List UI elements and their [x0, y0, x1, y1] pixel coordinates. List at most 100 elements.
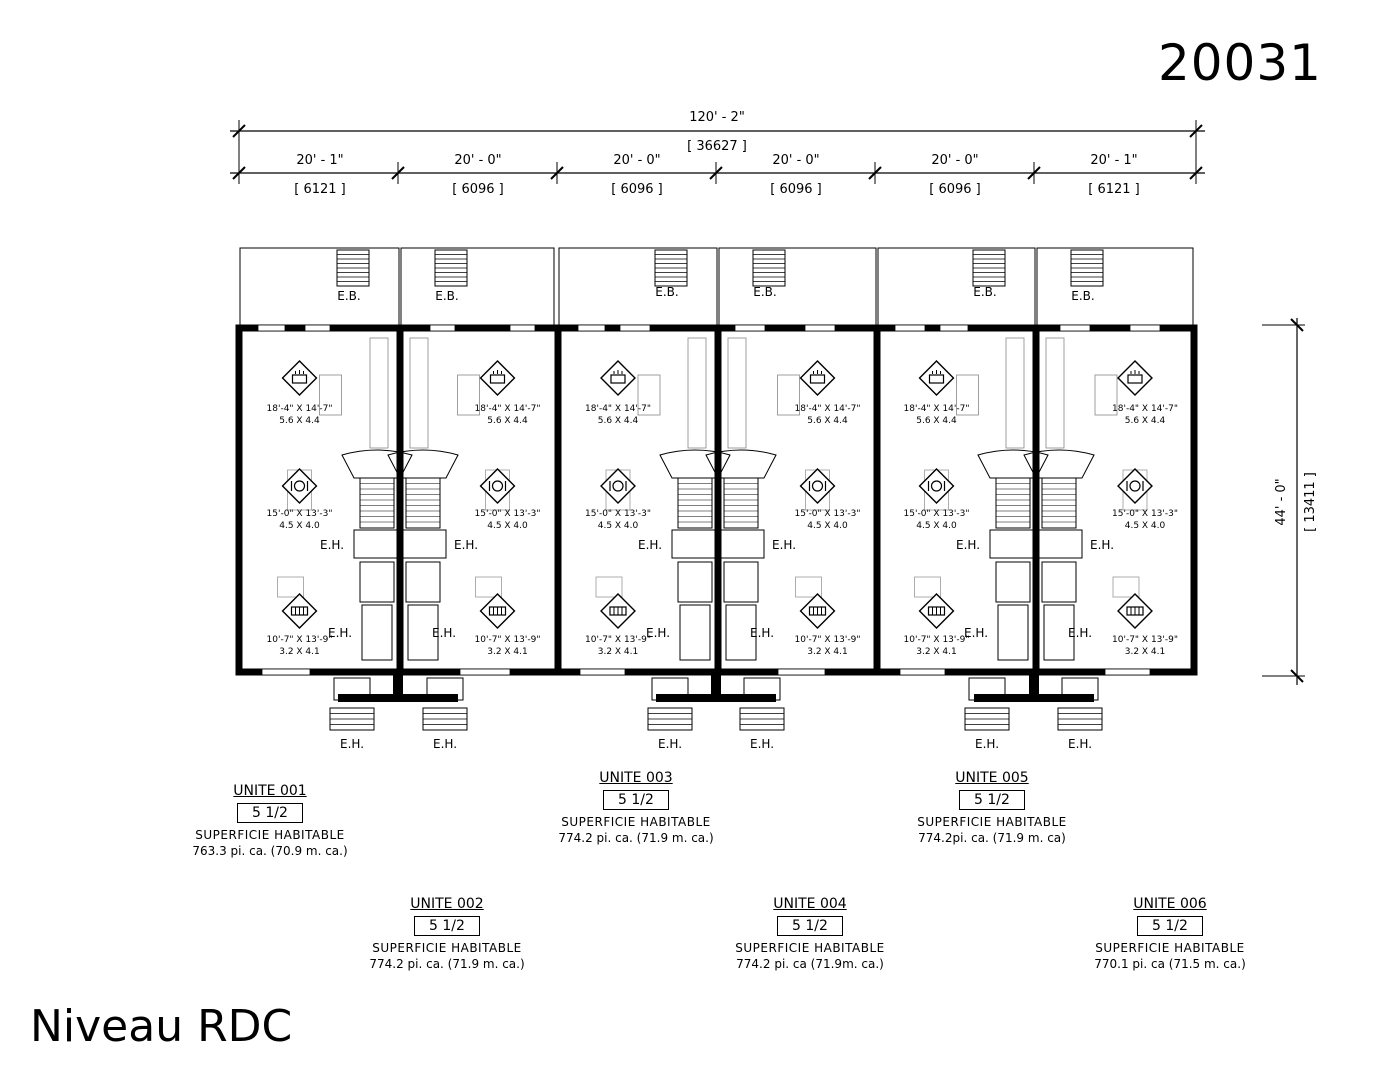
unit-type-badge: 5 1/2 [237, 803, 303, 823]
eh-label: E.H. [1068, 626, 1092, 640]
unit-info-001: UNITE 001 5 1/2 SUPERFICIE HABITABLE 763… [160, 783, 380, 858]
utility-closet [359, 561, 395, 603]
living-dimensions: 10'-7" X 13'-9" [267, 635, 333, 645]
kitchen-dimensions: 18'-4" X 14'-7" [475, 404, 541, 414]
porch-beam [338, 694, 458, 702]
vestibule [407, 604, 439, 661]
living-icon [479, 593, 516, 629]
eh-label: E.H. [750, 626, 774, 640]
front-stair [329, 677, 375, 731]
living-dimensions-metric: 3.2 X 4.1 [916, 647, 957, 657]
window [1059, 324, 1091, 332]
front-porches: E.H.E.H.E.H.E.H.E.H.E.H. [329, 672, 1103, 751]
unit-width-metric: [ 6096 ] [452, 182, 504, 197]
unit-4-interior: 18'-4" X 14'-7"5.6 X 4.415'-0" X 13'-3"4… [705, 337, 861, 661]
kitchen-dimensions-metric: 5.6 X 4.4 [279, 416, 320, 426]
kitchen-dimensions-metric: 5.6 X 4.4 [807, 416, 848, 426]
rear-balcony [718, 247, 877, 329]
kitchen-dimensions-metric: 5.6 X 4.4 [598, 416, 639, 426]
eb-label: E.B. [973, 285, 996, 299]
unit-area-value: 770.1 pi. ca (71.5 m. ca.) [1094, 957, 1246, 971]
living-dimensions-metric: 3.2 X 4.1 [1125, 647, 1166, 657]
unit-name: UNITE 002 [410, 896, 484, 912]
kitchen-counter [369, 337, 389, 449]
unit-type-badge: 5 1/2 [414, 916, 480, 936]
dining-dimensions-metric: 4.5 X 4.0 [1125, 521, 1166, 531]
unit-width-imperial: 20' - 1" [1090, 153, 1137, 168]
living-dimensions-metric: 3.2 X 4.1 [279, 647, 320, 657]
rear-stair [654, 249, 688, 287]
eh-label: E.H. [638, 538, 662, 552]
unit-name: UNITE 001 [233, 783, 307, 799]
rear-stair [336, 249, 370, 287]
dimension-tick-slash [391, 166, 405, 180]
dimension-tick-slash [868, 166, 882, 180]
dimension-tick-slash [1189, 166, 1203, 180]
kitchen-icon [479, 360, 516, 396]
eh-label: E.H. [658, 737, 682, 751]
rear-stair [972, 249, 1006, 287]
kitchen-dimensions: 18'-4" X 14'-7" [795, 404, 861, 414]
rear-stair [1070, 249, 1104, 287]
depth-imperial: 44' - 0" [1274, 478, 1289, 525]
eh-label: E.H. [956, 538, 980, 552]
sofa [914, 576, 941, 598]
porch-column [711, 672, 721, 698]
kitchen-island [1094, 374, 1118, 416]
dining-icon [281, 468, 318, 504]
window [804, 324, 836, 332]
unit-area-value: 763.3 pi. ca. (70.9 m. ca.) [192, 844, 348, 858]
kitchen-dimensions: 18'-4" X 14'-7" [267, 404, 333, 414]
dining-dimensions: 15'-0" X 13'-3" [475, 509, 541, 519]
porch-column [1029, 672, 1039, 698]
sofa [595, 576, 623, 598]
kitchen-counter [1045, 337, 1065, 449]
living-dimensions: 10'-7" X 13'-9" [475, 635, 541, 645]
rear-balcony [239, 247, 400, 329]
front-stair [422, 677, 468, 731]
rear-stair [752, 249, 786, 287]
window [1104, 668, 1151, 676]
rear-balcony [558, 247, 718, 329]
window [734, 324, 766, 332]
project-number: 20031 [1157, 34, 1322, 92]
sofa [1112, 576, 1140, 598]
eh-label: E.H. [328, 626, 352, 640]
unit-area-value: 774.2 pi. ca. (71.9 m. ca.) [369, 957, 525, 971]
unit-info-006: UNITE 006 5 1/2 SUPERFICIE HABITABLE 770… [1060, 896, 1280, 971]
kitchen-icon [799, 360, 836, 396]
dining-dimensions-metric: 4.5 X 4.0 [916, 521, 957, 531]
rear-balcony [400, 247, 555, 329]
front-stair [964, 677, 1010, 731]
unit-area-label: SUPERFICIE HABITABLE [372, 941, 522, 955]
utility-closet [405, 561, 441, 603]
kitchen-island [319, 374, 342, 416]
unit-name: UNITE 004 [773, 896, 847, 912]
window [429, 324, 456, 332]
interior-stair [1023, 449, 1095, 559]
porch-column [393, 672, 403, 698]
kitchen-icon [600, 360, 636, 396]
unit-type-badge: 5 1/2 [959, 790, 1025, 810]
kitchen-dimensions: 18'-4" X 14'-7" [1112, 404, 1178, 414]
dining-dimensions-metric: 4.5 X 4.0 [807, 521, 848, 531]
window [304, 324, 331, 332]
living-icon [918, 593, 955, 629]
dining-icon [799, 468, 836, 504]
dining-dimensions: 15'-0" X 13'-3" [1112, 509, 1178, 519]
window [579, 668, 626, 676]
kitchen-dimensions: 18'-4" X 14'-7" [585, 404, 651, 414]
unit-width-metric: [ 6121 ] [1088, 182, 1140, 197]
living-dimensions-metric: 3.2 X 4.1 [807, 647, 848, 657]
dining-dimensions: 15'-0" X 13'-3" [904, 509, 970, 519]
kitchen-counter [409, 337, 429, 449]
living-dimensions: 10'-7" X 13'-9" [904, 635, 970, 645]
unit-area-value: 774.2 pi. ca. (71.9 m. ca.) [558, 831, 714, 845]
rear-stair [434, 249, 468, 287]
dimension-tick-slash [709, 166, 723, 180]
dimension-tick-slash [1027, 166, 1041, 180]
unit-info-005: UNITE 005 5 1/2 SUPERFICIE HABITABLE 774… [882, 770, 1102, 845]
eh-label: E.H. [750, 737, 774, 751]
unit-6-interior: 18'-4" X 14'-7"5.6 X 4.415'-0" X 13'-3"4… [1023, 337, 1178, 661]
